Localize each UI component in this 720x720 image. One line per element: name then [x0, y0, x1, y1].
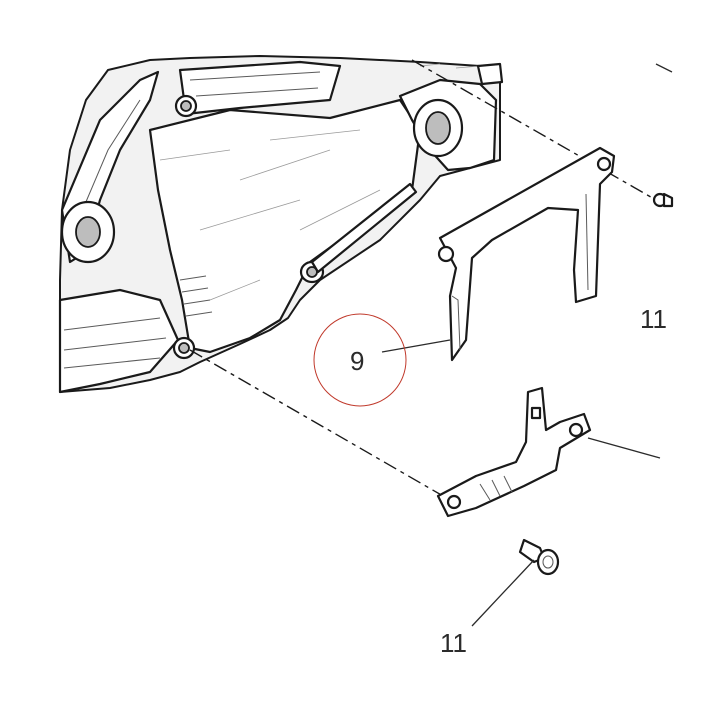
assembly-lines	[189, 59, 657, 501]
screw-bottom	[518, 538, 560, 576]
part-9-bracket	[437, 146, 616, 362]
callout-9-highlight-circle	[313, 313, 407, 407]
callout-11-bottom-label: 11	[440, 628, 467, 658]
callout-11-right-label: 11	[640, 304, 667, 334]
lower-bracket	[436, 386, 592, 518]
housing-assembly	[58, 55, 504, 394]
callout-9-label: 9	[350, 346, 364, 376]
leader-lines	[381, 63, 673, 627]
screw-right	[652, 192, 674, 208]
